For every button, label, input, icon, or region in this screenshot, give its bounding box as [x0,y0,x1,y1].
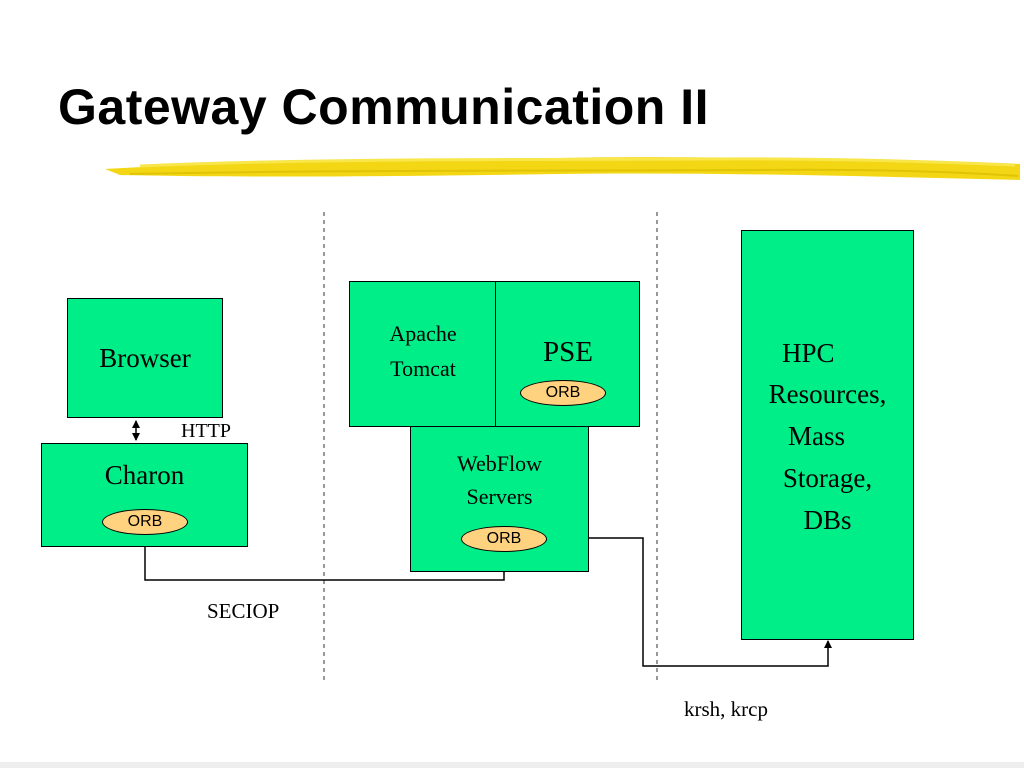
krsh-label: krsh, krcp [684,697,768,721]
http-label: HTTP [181,420,231,442]
browser-box [67,298,223,418]
seciop-label: SECIOP [207,599,280,623]
servers-label: Servers [466,484,533,509]
hpc-box [741,230,914,640]
hpc-label-line5: DBs [803,505,852,535]
title-underline-highlight [105,157,1020,180]
charon-label: Charon [104,460,185,490]
webflow-label: WebFlow [456,451,542,476]
tomcat-label: Tomcat [390,356,456,381]
bottom-rule [0,762,1024,768]
slide-title: Gateway Communication II [58,79,710,135]
webflow-orb: ORB [461,526,547,552]
apache-label: Apache [389,321,457,346]
hpc-label-line1: HPC [782,338,835,368]
hpc-label-line4: Storage, [782,463,873,493]
hpc-label-line3: Mass [788,421,846,451]
krsh-connector [546,534,832,667]
pse-label: PSE [543,336,593,368]
pse-orb: ORB [520,380,606,406]
browser-label: Browser [99,343,191,373]
hpc-label-line2: Resources, [768,379,887,409]
charon-orb: ORB [102,509,188,535]
apache-tomcat-box [349,281,496,427]
